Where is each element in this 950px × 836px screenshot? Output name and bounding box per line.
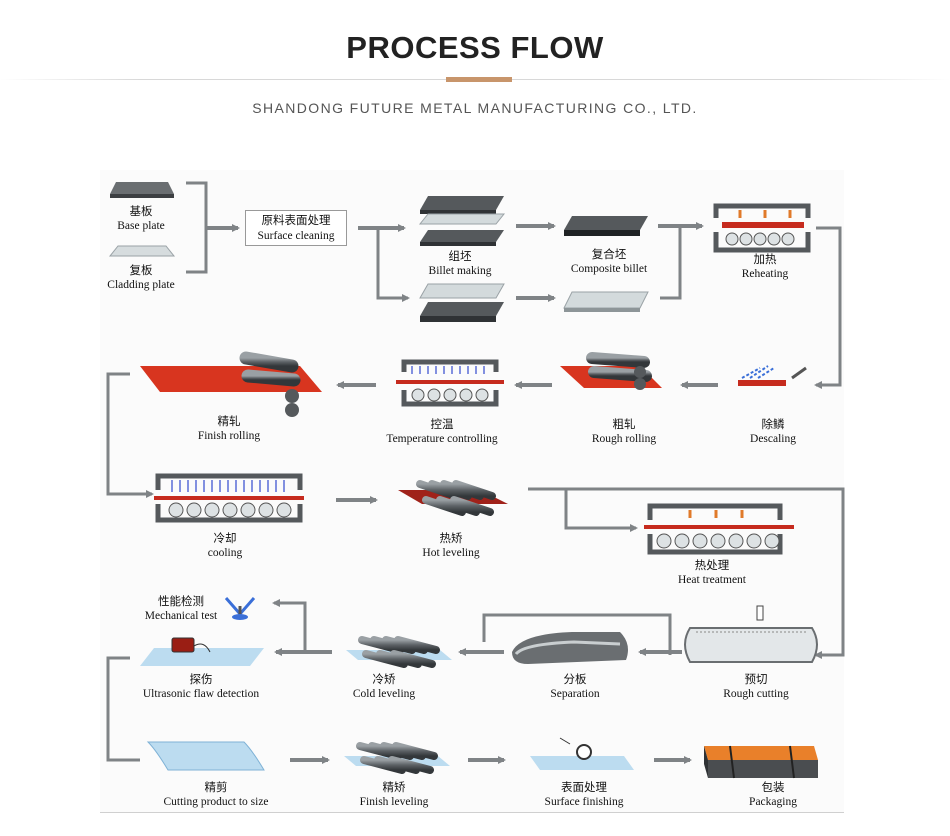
cutting-to-size-icon: [146, 741, 265, 771]
cooling-icon: [154, 473, 304, 523]
company-name: SHANDONG FUTURE METAL MANUFACTURING CO.,…: [252, 100, 698, 116]
surface-finishing-icon: [530, 737, 634, 770]
connector: [482, 613, 672, 655]
connector: [660, 226, 682, 300]
composite-billet-alt-icon: [563, 291, 649, 312]
packaging-icon: [704, 745, 818, 779]
descaling-icon: [738, 365, 807, 386]
hot-leveling-icon: [398, 480, 508, 516]
arrow: [376, 228, 410, 302]
heat-treatment-furnace-icon: [644, 503, 794, 555]
rough-cutting-icon: [684, 605, 818, 663]
connector: [814, 226, 842, 389]
mechanical-test-icon: [224, 597, 256, 620]
cladding-plate-icon: [108, 245, 176, 257]
connector: [106, 656, 140, 762]
connector: [272, 599, 307, 652]
separation-icon: [512, 632, 628, 664]
composite-billet-icon: [564, 216, 648, 236]
billet-stack-alt-icon: [419, 283, 505, 322]
base-plate-icon: [110, 182, 174, 198]
ultrasonic-detection-icon: [140, 637, 264, 666]
title-accent-bar: [446, 77, 512, 82]
connector: [528, 487, 845, 659]
merge-bracket: [186, 181, 208, 274]
connector: [106, 372, 154, 498]
page-title: PROCESS FLOW: [346, 30, 604, 65]
finish-leveling-icon: [344, 742, 450, 774]
cold-leveling-icon: [346, 636, 452, 668]
rough-rolling-icon: [560, 352, 662, 390]
finish-rolling-icon: [140, 351, 322, 417]
reheating-furnace-icon: [713, 203, 811, 253]
billet-stack-icon: [418, 196, 506, 246]
connector: [564, 489, 638, 532]
temperature-control-icon: [396, 359, 504, 407]
